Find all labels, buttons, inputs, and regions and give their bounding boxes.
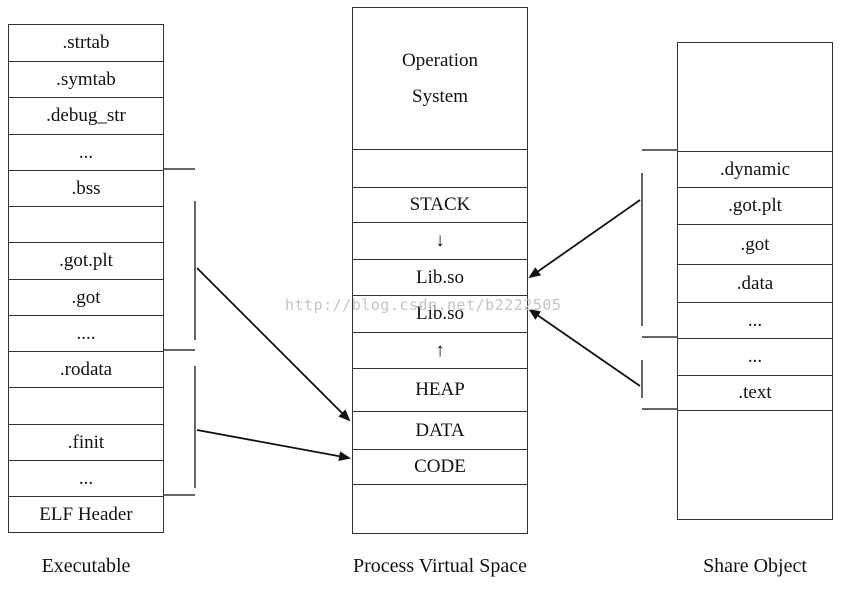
so-section-ellipsis-1: ...	[678, 302, 832, 338]
so-section-got-plt: .got.plt	[678, 187, 832, 224]
so-section-got: .got	[678, 224, 832, 264]
arrow-so-data-to-libso	[528, 199, 641, 279]
caption-share-object: Share Object	[703, 555, 807, 577]
so-section-ellipsis-2: ...	[678, 338, 832, 375]
process-region-libso-2: Lib.so	[353, 295, 527, 332]
process-os-line1: Operation	[402, 49, 478, 71]
exe-section-debug-str: .debug_str	[9, 97, 163, 134]
exe-section-got-plt: .got.plt	[9, 242, 163, 279]
exe-section-symtab: .symtab	[9, 61, 163, 97]
arrow-exe-code-to-process-code	[196, 429, 351, 462]
share-object-column: .dynamic .got.plt .got .data ... ... .te…	[677, 42, 833, 520]
so-empty-top	[678, 43, 832, 151]
process-region-data: DATA	[353, 411, 527, 449]
exe-section-empty-1	[9, 206, 163, 242]
process-region-empty-top	[353, 149, 527, 187]
so-empty-bottom	[678, 410, 832, 519]
so-section-text: .text	[678, 375, 832, 410]
so-section-dynamic: .dynamic	[678, 151, 832, 187]
exe-section-finit: .finit	[9, 424, 163, 460]
arrow-exe-data-to-process-data	[196, 267, 351, 422]
exe-section-elf-header: ELF Header	[9, 496, 163, 532]
exe-section-ellipsis-2: ....	[9, 315, 163, 351]
process-os-region: Operation System	[353, 8, 527, 149]
process-region-code: CODE	[353, 449, 527, 484]
watermark-text: http://blog.csdn.net/b2222505	[285, 296, 562, 314]
exe-section-ellipsis-3: ...	[9, 460, 163, 496]
exe-section-got: .got	[9, 279, 163, 315]
exe-section-strtab: .strtab	[62, 32, 110, 53]
process-os-line2: System	[412, 85, 468, 107]
exe-section-empty-2	[9, 387, 163, 424]
arrow-so-code-to-libso	[528, 308, 641, 387]
caption-process-virtual-space: Process Virtual Space	[353, 555, 527, 577]
process-region-heap: HEAP	[353, 368, 527, 411]
process-region-stack-down-arrow: ↓	[353, 222, 527, 259]
process-region-heap-up-arrow: ↑	[353, 332, 527, 368]
exe-section-rodata: .rodata	[9, 351, 163, 387]
exe-section-bss: .bss	[9, 170, 163, 206]
so-section-data: .data	[678, 264, 832, 302]
process-region-stack: STACK	[353, 187, 527, 222]
process-virtual-space-column: Operation System STACK ↓ Lib.so Lib.so ↑…	[352, 7, 528, 534]
process-region-libso-1: Lib.so	[353, 259, 527, 295]
process-region-empty-bottom	[353, 484, 527, 533]
executable-column: .strtab .symtab .debug_str ... .bss .got…	[8, 24, 164, 533]
caption-executable: Executable	[41, 555, 131, 577]
exe-section-ellipsis-1: ...	[9, 134, 163, 170]
